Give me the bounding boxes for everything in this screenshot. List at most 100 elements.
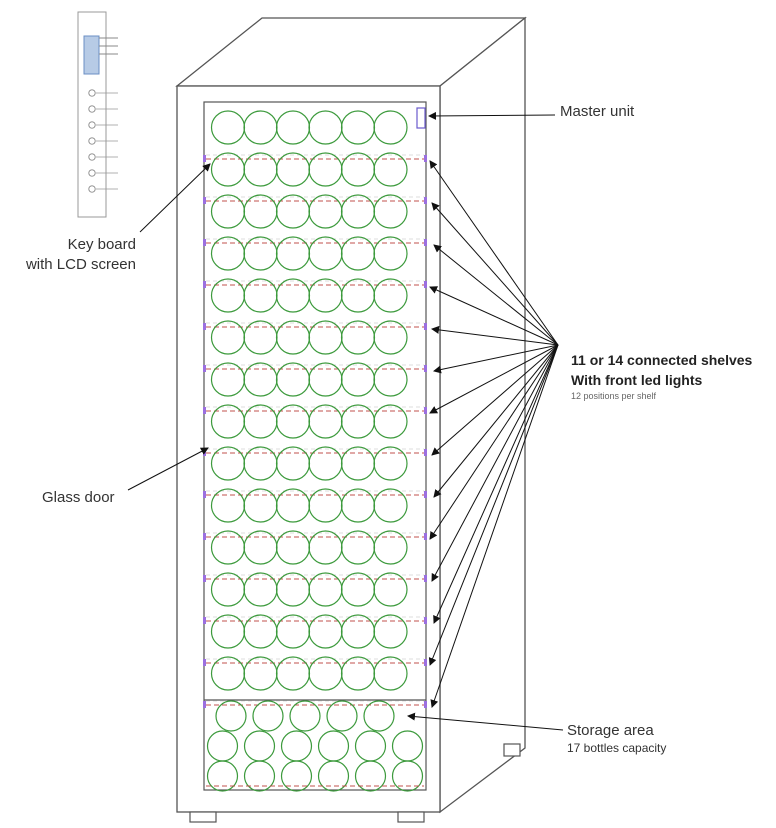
keypad-icon [88,89,118,193]
glass-door-label: Glass door [42,489,115,506]
shelf [203,572,427,624]
bottle [373,110,408,145]
shelf [203,278,427,330]
master-unit[interactable] [416,107,426,129]
storage-bottle [215,700,247,732]
arrow-glass-door [127,447,209,491]
shelf [203,152,427,204]
bottle [373,152,408,187]
bottle [373,614,408,649]
shelves-note: 12 positions per shelf [571,391,657,401]
led-light [203,533,206,540]
led-light [424,491,427,498]
keypad-button-icon [88,153,96,161]
storage-bottle [289,700,321,732]
keypad-button-icon [88,185,96,193]
shelf [203,488,427,540]
led-light [424,617,427,624]
cabinet-foot-back [503,743,521,757]
shelf [203,614,427,666]
arrow-shelf [431,344,559,456]
arrow-storage-area [407,712,564,731]
storage-bottle [354,760,387,792]
storage-bottle [280,760,313,792]
storage-label: Storage area 17 bottles capacity [567,722,666,756]
led-light [424,407,427,414]
storage-bottle [326,700,358,732]
keypad-button-icon [88,105,96,113]
keypad-button-icon [88,169,96,177]
shelf [203,320,427,372]
led-light [424,323,427,330]
shelves-label: 11 or 14 connected shelves With front le… [571,350,752,402]
led-light [424,197,427,204]
arrow-shelf [429,160,559,346]
keypad-button-icon [88,121,96,129]
arrow-shelf [429,344,559,540]
arrow-shelf [431,202,559,346]
shelf [203,530,427,582]
shelves-label-line1: 11 or 14 connected shelves [571,352,753,368]
arrow-shelf [431,344,559,582]
keyboard-label-line1: Key board [67,236,136,253]
storage-title: Storage area [567,722,654,739]
led-light [203,281,206,288]
arrow-shelf [429,344,559,414]
storage-bottle [391,760,424,792]
led-light [424,575,427,582]
bottle [373,362,408,397]
keyboard-label: Key board with LCD screen [6,235,136,275]
bottle [373,194,408,229]
bottle [373,488,408,523]
shelf-arrows [428,160,559,708]
shelf [203,404,427,456]
arrow-shelf [433,344,559,374]
led-light [203,659,206,666]
keypad-button-icon [88,89,96,97]
storage-bottle [243,760,276,792]
arrow-shelf [431,325,559,346]
arrow-shelf [428,344,559,666]
led-light [424,701,427,708]
shelf [203,194,427,246]
callout-arrows [127,111,564,731]
shelf [203,362,427,414]
shelves [203,110,427,708]
storage-bottle [252,700,284,732]
led-light [424,449,427,456]
bottle [373,446,408,481]
bottle [373,320,408,355]
keyboard-label-line2: with LCD screen [25,256,136,273]
led-light [424,281,427,288]
storage-capacity: 17 bottles capacity [567,741,667,755]
arrow-shelf [429,286,559,346]
cabinet-foot-left [189,811,217,823]
arrow-keyboard [139,163,211,233]
led-light [203,575,206,582]
glass-door[interactable] [203,101,427,791]
arrow-shelf [433,244,559,346]
bottle [373,656,408,691]
led-light [424,239,427,246]
led-light [203,407,206,414]
storage-row [206,760,424,792]
master-unit-label: Master unit [560,103,635,120]
keypad-button-icon [88,137,96,145]
arrow-master-unit [428,111,556,120]
bottle [373,404,408,439]
keyboard-panel[interactable] [77,11,118,218]
led-light [203,701,206,708]
led-light [203,323,206,330]
storage-row [215,700,395,732]
arrow-shelf [430,344,559,708]
bottle [373,236,408,271]
led-light [203,365,206,372]
led-light [203,197,206,204]
led-light [203,155,206,162]
cabinet-body [175,16,527,814]
arrow-shelf [433,344,559,498]
led-light [424,155,427,162]
storage-bottle [206,760,239,792]
storage-bottle [363,700,395,732]
